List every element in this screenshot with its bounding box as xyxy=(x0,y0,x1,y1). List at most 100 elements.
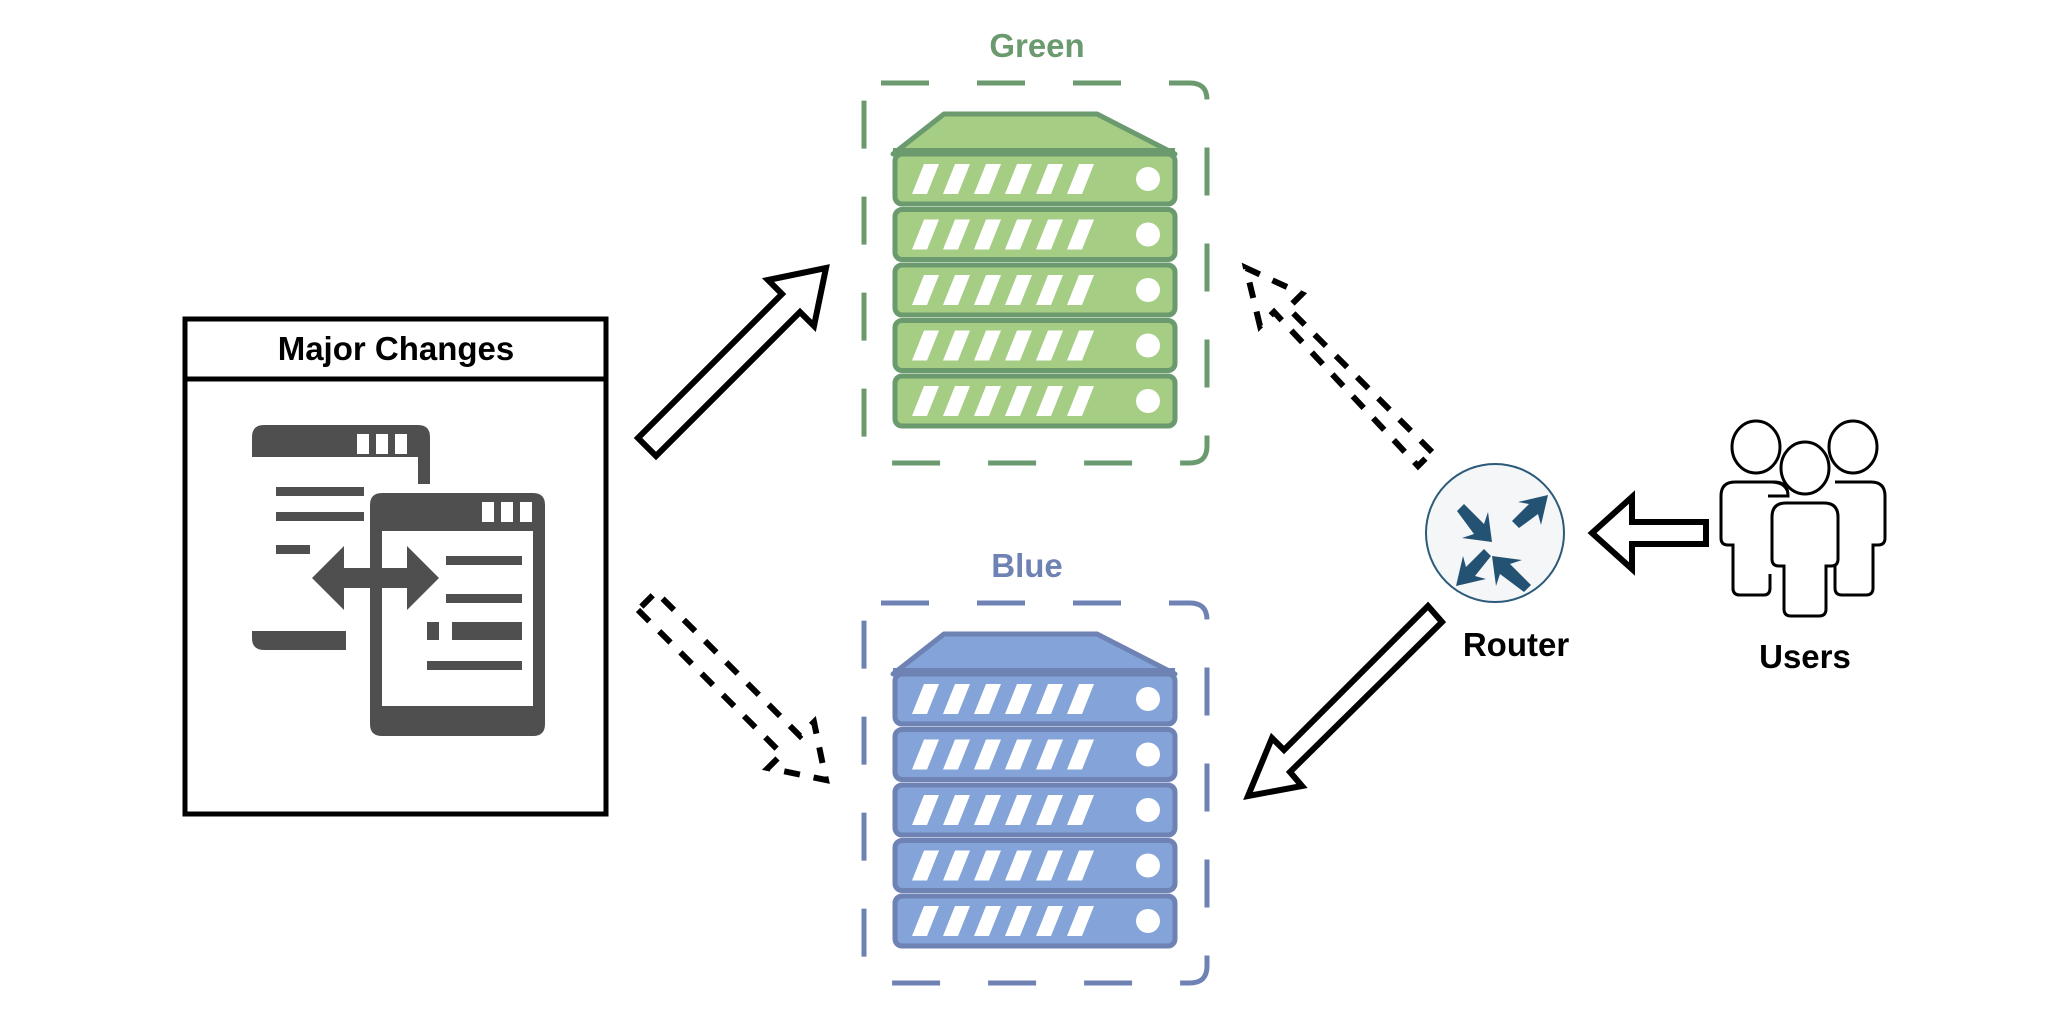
arrow-major-to-blue-dashed xyxy=(633,587,830,784)
vent-slot xyxy=(1036,219,1063,250)
vent-slot xyxy=(1005,684,1032,714)
vent-slot xyxy=(943,219,970,250)
status-led xyxy=(1136,278,1160,302)
vent-slot xyxy=(912,684,939,714)
arrow-router-to-green-dashed xyxy=(1241,262,1437,471)
blue-dashed-boundary xyxy=(861,600,1210,986)
vent-slot xyxy=(912,219,939,250)
vent-slot xyxy=(912,850,939,881)
status-led xyxy=(1136,222,1160,247)
vent-slot xyxy=(912,906,939,936)
users-label: Users xyxy=(1759,638,1851,675)
vent-slot xyxy=(1005,739,1032,770)
vent-slot xyxy=(1067,850,1094,881)
blue-environment[interactable]: Blue xyxy=(861,547,1210,986)
vent-slot xyxy=(943,275,970,305)
vent-slot xyxy=(1036,739,1063,770)
vent-slot xyxy=(1005,795,1032,825)
status-led xyxy=(1136,742,1160,767)
vent-slot xyxy=(943,164,970,194)
vent-slot xyxy=(943,386,970,416)
vent-slot xyxy=(1005,330,1032,361)
vent-slot xyxy=(974,330,1001,361)
vent-slot xyxy=(912,739,939,770)
vent-slot xyxy=(1067,219,1094,250)
router-icon xyxy=(1425,463,1565,603)
vent-slot xyxy=(974,850,1001,881)
server-unit xyxy=(892,838,1178,893)
server-unit xyxy=(892,782,1178,838)
vent-slot xyxy=(1067,386,1094,416)
vent-slot xyxy=(1036,684,1063,714)
major-changes-title: Major Changes xyxy=(278,330,515,367)
vent-slot xyxy=(912,330,939,361)
status-led xyxy=(1136,167,1160,191)
server-unit xyxy=(892,207,1178,262)
server-stack-icon xyxy=(890,631,1178,949)
vent-slot xyxy=(943,906,970,936)
vent-slot xyxy=(1067,739,1094,770)
vent-slot xyxy=(974,164,1001,194)
vent-slot xyxy=(1005,386,1032,416)
vent-slot xyxy=(943,795,970,825)
server-unit xyxy=(892,893,1178,949)
server-unit xyxy=(892,318,1178,373)
vent-slot xyxy=(943,739,970,770)
blue-label: Blue xyxy=(991,547,1063,584)
major-changes-node[interactable]: Major Changes xyxy=(182,316,609,817)
vent-slot xyxy=(912,795,939,825)
vent-slot xyxy=(1036,330,1063,361)
status-led xyxy=(1136,798,1160,822)
vent-slot xyxy=(1036,795,1063,825)
vent-slot xyxy=(1036,906,1063,936)
vent-slot xyxy=(1005,164,1032,194)
vent-slot xyxy=(1005,275,1032,305)
vent-slot xyxy=(1036,850,1063,881)
vent-slot xyxy=(974,795,1001,825)
vent-slot xyxy=(1036,164,1063,194)
vent-slot xyxy=(974,275,1001,305)
status-led xyxy=(1136,333,1160,358)
vent-slot xyxy=(1067,684,1094,714)
arrow-users-to-router xyxy=(1587,490,1709,576)
arrow-major-to-green xyxy=(633,264,830,461)
status-led xyxy=(1136,687,1160,711)
vent-slot xyxy=(1036,275,1063,305)
arrow-router-to-blue xyxy=(1243,601,1447,800)
vent-slot xyxy=(974,219,1001,250)
server-unit xyxy=(892,262,1178,318)
status-led xyxy=(1136,853,1160,878)
vent-slot xyxy=(1067,906,1094,936)
server-unit xyxy=(892,151,1178,207)
server-unit xyxy=(892,727,1178,782)
vent-slot xyxy=(974,684,1001,714)
vent-slot xyxy=(943,330,970,361)
vent-slot xyxy=(943,684,970,714)
status-led xyxy=(1136,389,1160,413)
users-group-icon xyxy=(1719,419,1887,618)
window-compare-icon xyxy=(252,425,545,736)
server-unit xyxy=(892,671,1178,727)
vent-slot xyxy=(974,906,1001,936)
vent-slot xyxy=(974,739,1001,770)
vent-slot xyxy=(943,850,970,881)
vent-slot xyxy=(1005,219,1032,250)
vent-slot xyxy=(1067,330,1094,361)
vent-slot xyxy=(1005,850,1032,881)
server-unit xyxy=(892,373,1178,429)
users-node[interactable]: Users xyxy=(1719,419,1887,675)
green-label: Green xyxy=(989,27,1084,64)
status-led xyxy=(1136,909,1160,933)
green-environment[interactable]: Green xyxy=(861,27,1210,466)
vent-slot xyxy=(1005,906,1032,936)
router-node[interactable]: Router xyxy=(1425,463,1569,663)
vent-slot xyxy=(912,386,939,416)
vent-slot xyxy=(1067,795,1094,825)
vent-slot xyxy=(912,275,939,305)
vent-slot xyxy=(974,386,1001,416)
vent-slot xyxy=(1067,164,1094,194)
vent-slot xyxy=(1067,275,1094,305)
router-label: Router xyxy=(1463,626,1569,663)
vent-slot xyxy=(912,164,939,194)
